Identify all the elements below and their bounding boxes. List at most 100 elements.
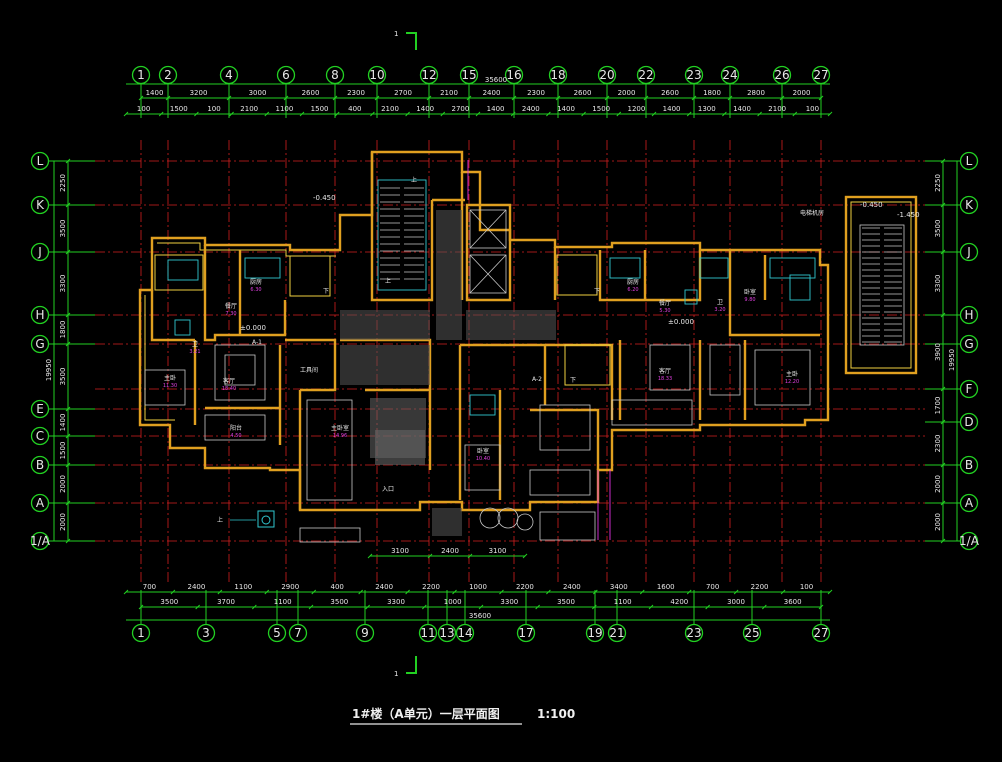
- bottom-dim-row1-text: 2200: [422, 583, 440, 591]
- bottom-dim-row1-tick: [452, 589, 457, 595]
- bottom-dim-row1-tick: [780, 589, 786, 595]
- bottom-dim-row1-text: 2200: [751, 583, 769, 591]
- top-dim-row2-tick: [722, 111, 727, 117]
- axis-label: F: [966, 382, 973, 396]
- top-dim-row1-tick: [727, 95, 733, 101]
- top-dim-row1-text: 2000: [793, 89, 811, 97]
- bottom-dim-row1-text: 2400: [375, 583, 393, 591]
- bottom-dim-row1-text: 2400: [187, 583, 205, 591]
- right-dim-tick: [940, 462, 946, 468]
- bottom-dim-row2-text: 3500: [557, 598, 575, 606]
- room-name: 阳台: [230, 424, 242, 432]
- top-dim-row1-tick: [643, 95, 649, 101]
- unit-a2-label: A-2: [532, 376, 542, 383]
- axis-label: G: [964, 337, 973, 351]
- axis-bubble: [30, 399, 50, 419]
- top-dim-row1-text: 2600: [574, 89, 592, 97]
- ramp-up-label: 上: [217, 516, 223, 524]
- top-dim-row1-tick: [511, 95, 517, 101]
- top-dim-row1-text: 2300: [527, 89, 545, 97]
- right-dim-tick: [940, 249, 946, 255]
- axis-bubble: [196, 623, 216, 643]
- room-area: 18.33: [658, 376, 672, 382]
- room-name: 厨房: [627, 278, 639, 286]
- level-4: -0.450: [860, 201, 883, 209]
- stair-up-label-2: 上: [411, 176, 417, 184]
- bottom-dim-row2-tick: [591, 604, 597, 610]
- top-dim-row2-text: 100: [207, 105, 220, 113]
- room-area: 18.40: [222, 386, 236, 392]
- bottom-dim-row2-tick: [308, 604, 314, 610]
- furniture: [144, 344, 811, 543]
- axis-bubble: [684, 623, 704, 643]
- axis-label: 10: [369, 68, 384, 82]
- bottom-dim-row1-tick: [733, 589, 739, 595]
- bottom-extra-dim-tick: [367, 553, 373, 559]
- top-dim-row2-tick: [616, 111, 622, 117]
- drawing-title-block: 1#楼（A单元）一层平面图 1:100: [350, 706, 575, 725]
- bottom-dim-row1-tick: [170, 589, 176, 595]
- axis-label: 14: [457, 626, 472, 640]
- top-dim-row1-tick: [466, 95, 472, 101]
- top-dim-row1-tick: [604, 95, 610, 101]
- top-dim-row2-text: 100: [137, 105, 150, 113]
- axis-label: 19: [587, 626, 602, 640]
- top-dim-row2-tick: [440, 111, 446, 117]
- axis-label: K: [965, 198, 974, 212]
- axis-label: 24: [722, 68, 737, 82]
- room-name: 厨房: [250, 278, 262, 286]
- top-dim-row1-text: 1800: [703, 89, 721, 97]
- axis-label: 27: [813, 68, 828, 82]
- axis-bubble: [30, 151, 50, 171]
- axis-label: 8: [331, 68, 339, 82]
- axis-label: 5: [273, 626, 281, 640]
- top-dim-row2-text: 1500: [592, 105, 610, 113]
- plumbing-fixtures: [167, 257, 816, 416]
- axis-label: A: [965, 496, 974, 510]
- left-dim-text: 3500: [59, 220, 67, 238]
- bottom-dim-row2-text: 3500: [330, 598, 348, 606]
- top-dim-row1-text: 2800: [747, 89, 765, 97]
- top-dim-row1-text: 2300: [347, 89, 365, 97]
- bottom-dim-row1-tick: [311, 589, 317, 595]
- axis-label: 9: [361, 626, 369, 640]
- left-dim-text: 2000: [59, 475, 67, 493]
- axis-label: B: [36, 458, 44, 472]
- misc-labels: 入口 工具间 A-1 A-2 电梯机房 上 上 下 下 下 上 -0.450 ±…: [217, 176, 920, 528]
- room-area: 6.20: [627, 287, 638, 293]
- bottom-dim-row2-tick: [761, 604, 767, 610]
- top-dim-row1-tick: [691, 95, 697, 101]
- axis-bubble: [585, 623, 605, 643]
- axis-label: 1: [137, 68, 145, 82]
- axis-bubble: [959, 455, 979, 475]
- level-1: -0.450: [313, 194, 336, 202]
- bottom-dim-row1-text: 400: [331, 583, 344, 591]
- axis-bubble: [355, 623, 375, 643]
- axis-label: 6: [282, 68, 290, 82]
- annotation-lines: [467, 160, 611, 540]
- axis-bubble: [959, 242, 979, 262]
- bottom-dim-row2-tick: [648, 604, 654, 610]
- bottom-dim-row2-tick: [818, 604, 824, 610]
- room-labels: 主卧11.30客厅18.40餐厅7.30厨房6.30卫3.21阳台4.50主卧室…: [163, 278, 799, 462]
- bottom-dim-row2-text: 4200: [670, 598, 688, 606]
- bottom-overall-text: 35600: [469, 612, 491, 620]
- axis-bubble: [30, 426, 50, 446]
- top-dim-row1-text: 2000: [618, 89, 636, 97]
- axis-bubble: [418, 623, 438, 643]
- room-name: 卧室: [477, 447, 489, 455]
- left-dim-tick: [65, 500, 71, 506]
- axis-bubble: [30, 455, 50, 475]
- axis-bubble: [811, 623, 831, 643]
- bottom-dim-row1-tick: [217, 589, 223, 595]
- left-dim-tick: [65, 312, 71, 318]
- axis-label: L: [37, 154, 44, 168]
- axis-label: 1/A: [30, 534, 51, 548]
- left-dim-text: 1500: [59, 442, 67, 460]
- bottom-dim-row1-text: 3400: [610, 583, 628, 591]
- axis-bubble: [30, 195, 50, 215]
- bottom-dim-row1-text: 2400: [563, 583, 581, 591]
- left-dim-text: 1400: [59, 414, 67, 432]
- room-name: 卫: [717, 299, 723, 306]
